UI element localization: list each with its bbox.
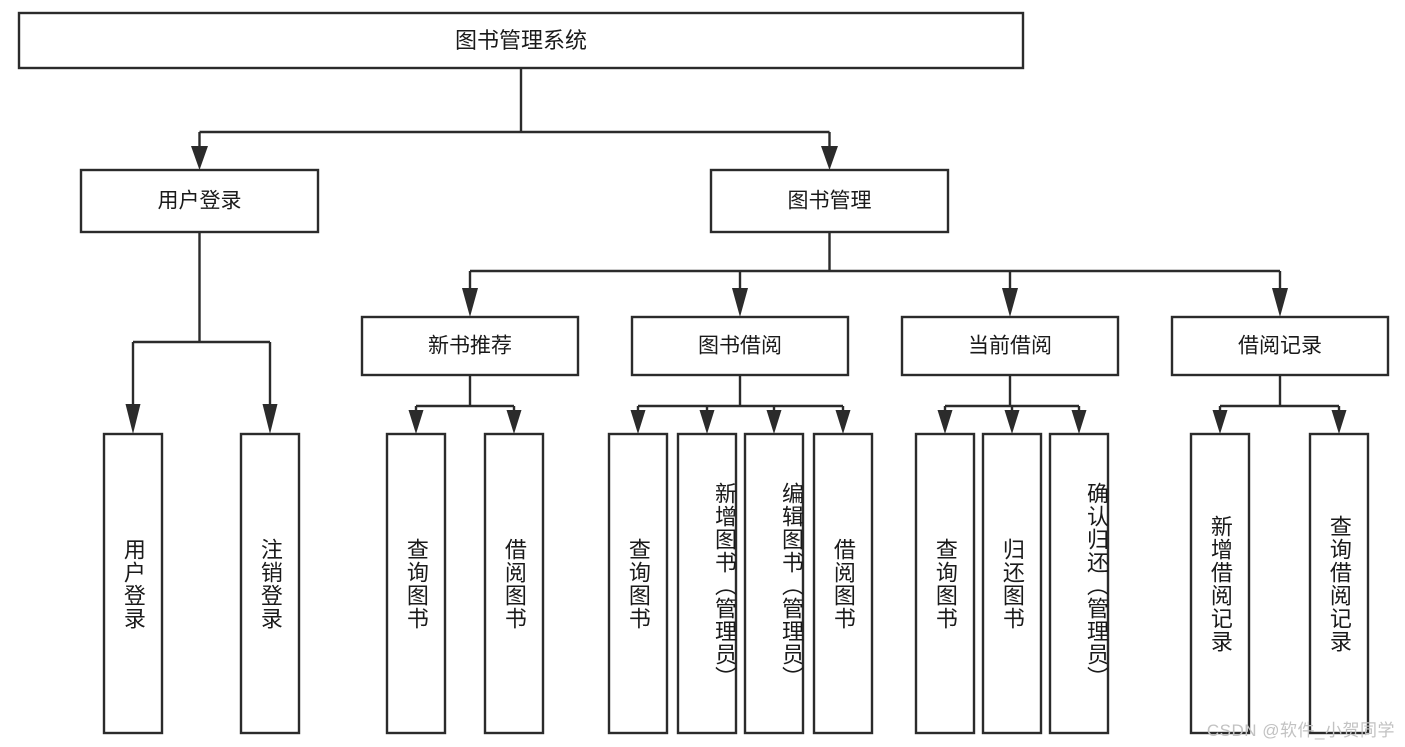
arrow-head-leaf-user-login — [125, 404, 141, 434]
arrow-head-leaf-edit-book — [766, 410, 782, 434]
node-borrow-record-box[interactable] — [1170, 315, 1390, 377]
node-new-book-rec[interactable]: 新书推荐 — [360, 315, 580, 377]
node-leaf-add-record-box[interactable] — [1189, 432, 1251, 735]
node-user-login-label: 用户登录 — [158, 190, 242, 213]
arrow-head-current-borrow — [1002, 288, 1018, 317]
node-leaf-query-record-box[interactable] — [1308, 432, 1370, 735]
arrow-head-leaf-logout — [262, 404, 278, 434]
node-leaf-user-login-box[interactable] — [102, 432, 164, 735]
arrow-head-leaf-add-book — [699, 410, 715, 434]
watermark: CSDN @软件_小贺同学 — [1206, 721, 1395, 740]
node-root-system-box[interactable] — [17, 11, 1025, 70]
node-book-manage-label: 图书管理 — [788, 190, 872, 213]
arrow-head-leaf-return-book — [1004, 410, 1020, 434]
node-user-login-box[interactable] — [79, 168, 320, 234]
arrow-head-leaf-confirm-return — [1071, 410, 1087, 434]
node-root-system-label: 图书管理系统 — [455, 28, 587, 53]
node-leaf-add-book-box[interactable] — [676, 432, 738, 735]
node-user-login[interactable]: 用户登录 — [79, 168, 320, 234]
node-leaf-query-book-1-box[interactable] — [385, 432, 447, 735]
node-leaf-edit-book-box[interactable] — [743, 432, 805, 735]
node-leaf-query-book-2-box[interactable] — [607, 432, 669, 735]
node-book-borrow-label: 图书借阅 — [698, 335, 782, 358]
node-root-system[interactable]: 图书管理系统 — [17, 11, 1025, 70]
node-borrow-record[interactable]: 借阅记录 — [1170, 315, 1390, 377]
arrow-head-borrow-record — [1272, 288, 1288, 317]
connector-group-root — [191, 68, 838, 170]
node-leaf-confirm-return-box[interactable] — [1048, 432, 1110, 735]
node-current-borrow[interactable]: 当前借阅 — [900, 315, 1120, 377]
node-current-borrow-label: 当前借阅 — [968, 335, 1052, 358]
node-current-borrow-box[interactable] — [900, 315, 1120, 377]
node-new-book-rec-label: 新书推荐 — [428, 335, 512, 358]
connector-group-user-login — [125, 232, 278, 434]
connector-group-book-borrow — [630, 375, 851, 434]
node-book-manage[interactable]: 图书管理 — [709, 168, 950, 234]
node-new-book-rec-box[interactable] — [360, 315, 580, 377]
node-leaf-logout-box[interactable] — [239, 432, 301, 735]
arrow-head-leaf-borrow-book-1 — [506, 410, 522, 434]
arrow-head-leaf-add-record — [1212, 410, 1228, 434]
arrow-head-leaf-query-record — [1331, 410, 1347, 434]
connector-group-borrow-record — [1212, 375, 1347, 434]
arrow-head-leaf-query-book-2 — [630, 410, 646, 434]
arrow-head-new-book-rec — [462, 288, 478, 317]
node-leaf-borrow-book-1-box[interactable] — [483, 432, 545, 735]
node-leaf-query-book-3-box[interactable] — [914, 432, 976, 735]
arrow-head-leaf-query-book-3 — [937, 410, 953, 434]
node-borrow-record-label: 借阅记录 — [1238, 335, 1322, 358]
arrow-head-user-login — [191, 146, 208, 170]
node-book-manage-box[interactable] — [709, 168, 950, 234]
arrow-head-book-borrow — [732, 288, 748, 317]
arrow-head-leaf-borrow-book-2 — [835, 410, 851, 434]
node-book-borrow[interactable]: 图书借阅 — [630, 315, 850, 377]
connector-group-current-borrow — [937, 375, 1087, 434]
connector-group-new-book-rec — [408, 375, 522, 434]
connector-group-book-manage — [462, 232, 1288, 317]
arrow-head-leaf-query-book-1 — [408, 410, 424, 434]
node-book-borrow-box[interactable] — [630, 315, 850, 377]
arrow-head-book-manage — [821, 146, 838, 170]
node-leaf-borrow-book-2-box[interactable] — [812, 432, 874, 735]
node-leaf-return-book-box[interactable] — [981, 432, 1043, 735]
